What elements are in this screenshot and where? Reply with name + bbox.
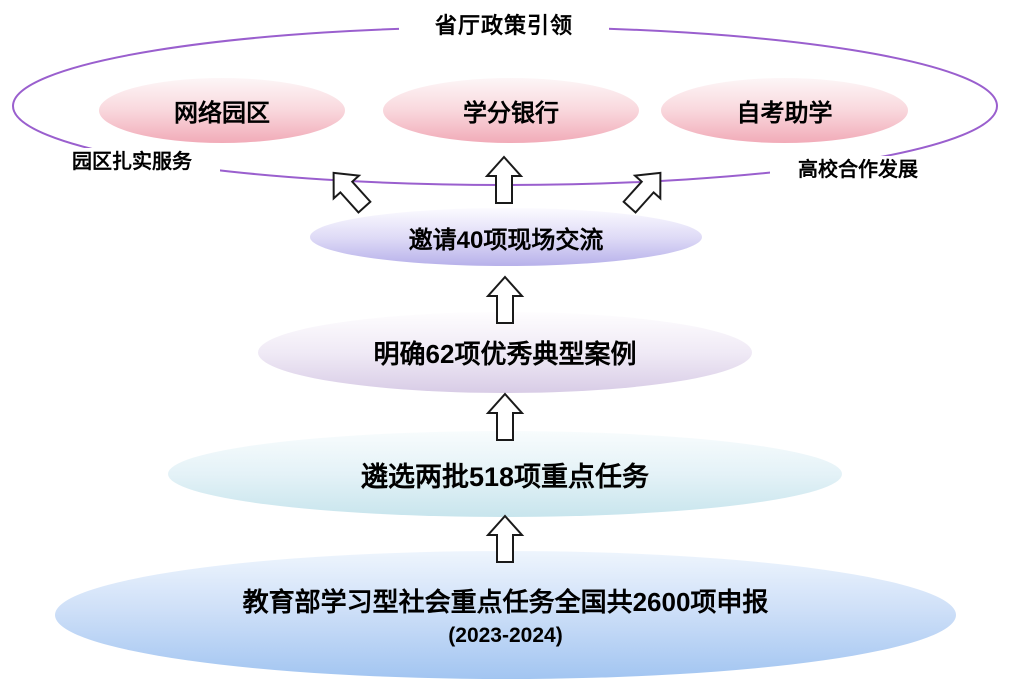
up-left-arrow-icon — [319, 160, 379, 220]
bubble-self-exam-support: 自考助学 — [661, 78, 908, 143]
up-right-arrow-icon — [615, 160, 675, 220]
level-national-applications: 教育部学习型社会重点任务全国共2600项申报 (2023-2024) — [55, 551, 956, 679]
ring-left-label: 园区扎实服务 — [44, 148, 220, 176]
bubble-credit-bank: 学分银行 — [383, 78, 639, 143]
level-typical-cases: 明确62项优秀典型案例 — [258, 312, 752, 393]
up-arrow-icon — [486, 156, 522, 204]
ring-right-label: 高校合作发展 — [770, 156, 946, 184]
level-years-label: (2023-2024) — [448, 624, 563, 647]
level-national-applications-label: 教育部学习型社会重点任务全国共2600项申报 — [242, 587, 769, 617]
ring-title: 省厅政策引领 — [399, 10, 609, 42]
level-onsite-exchange: 邀请40项现场交流 — [310, 208, 702, 266]
level-key-tasks: 遴选两批518项重点任务 — [168, 431, 842, 517]
bubble-network-park: 网络园区 — [99, 78, 345, 143]
